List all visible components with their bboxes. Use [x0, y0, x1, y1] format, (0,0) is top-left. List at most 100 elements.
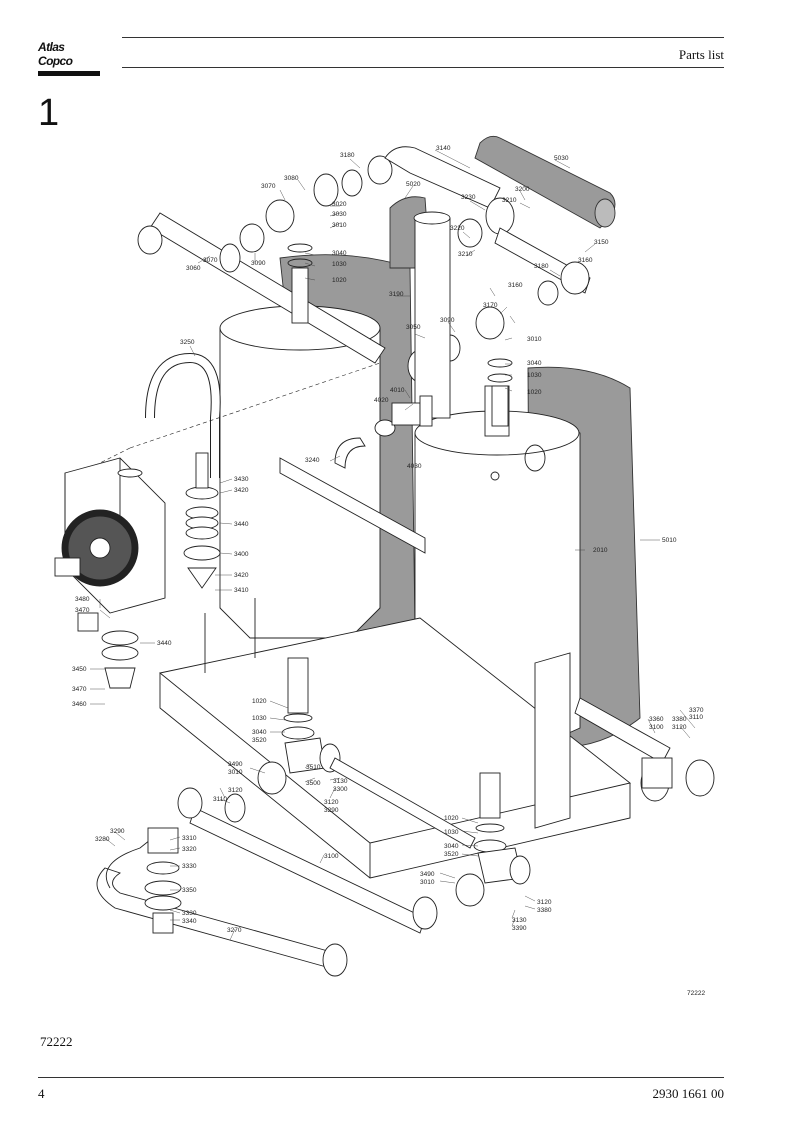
callout-3150: 3150: [594, 239, 609, 246]
callout-1020: 1020: [527, 389, 542, 396]
callout-3440: 3440: [234, 521, 249, 528]
callout-3470: 3470: [72, 686, 87, 693]
callout-3010: 3010: [420, 879, 435, 886]
callout-4030: 4030: [407, 463, 422, 470]
callout-1030: 1030: [332, 261, 347, 268]
exploded-assembly-drawing: 3180 3140 5030 5020 3080 3070 3020 3030 …: [54, 135, 715, 997]
callout-3110: 3110: [689, 714, 703, 721]
callout-5010: 5010: [662, 537, 677, 544]
callout-3410: 3410: [234, 587, 249, 594]
callout-3380: 3380: [537, 907, 552, 914]
callout-3010: 3010: [527, 336, 542, 343]
callout-3400: 3400: [234, 551, 249, 558]
callout-3010: 3010: [332, 222, 347, 229]
callout-3190: 3190: [389, 291, 404, 298]
callout-3480: 3480: [75, 596, 90, 603]
callout-3280: 3280: [95, 836, 110, 843]
callout-3040: 3040: [527, 360, 542, 367]
callout-3030: 3030: [332, 211, 347, 218]
callout-3370: 3370: [689, 707, 704, 714]
callout-1020: 1020: [444, 815, 459, 822]
callout-3060: 3060: [186, 265, 201, 272]
callout-3070: 3070: [203, 257, 218, 264]
callout-1030: 1030: [252, 715, 267, 722]
callout-3360: 3360: [649, 716, 664, 723]
callout-1030: 1030: [527, 372, 542, 379]
callout-1020: 1020: [332, 277, 347, 284]
callout-3160: 3160: [508, 282, 523, 289]
callout-3120: 3120: [324, 799, 339, 806]
callout-3070: 3070: [261, 183, 276, 190]
header-title: Parts list: [678, 47, 724, 62]
callout-3270: 3270: [227, 927, 242, 934]
callout-3520: 3520: [252, 737, 267, 744]
callout-4010: 4010: [390, 387, 405, 394]
callout-3180: 3180: [340, 152, 355, 159]
drawing-reference: 72222: [40, 1034, 73, 1049]
callout-3290: 3290: [110, 828, 125, 835]
logo-wordmark: Atlas Copco: [38, 40, 73, 68]
callout-1030: 1030: [444, 829, 459, 836]
callout-3090: 3090: [440, 317, 455, 324]
callout-4020: 4020: [374, 397, 389, 404]
callout-3140: 3140: [436, 145, 451, 152]
drawing-ref-inline: 72222: [687, 990, 705, 997]
callout-3120: 3120: [228, 787, 243, 794]
header-rule-bottom: [122, 67, 724, 68]
callout-3380: 3380: [672, 716, 687, 723]
callout-3420: 3420: [234, 487, 249, 494]
callout-5030: 5030: [554, 155, 569, 162]
callout-3180: 3180: [534, 263, 549, 270]
callout-3100: 3100: [324, 853, 339, 860]
callout-3090: 3090: [251, 260, 266, 267]
callout-3120: 3120: [537, 899, 552, 906]
callout-3390: 3390: [512, 925, 527, 932]
callout-3520: 3520: [444, 851, 459, 858]
callout-3470: 3470: [75, 607, 90, 614]
callout-3020: 3020: [332, 201, 347, 208]
atlas-copco-logo: Atlas Copco: [38, 40, 100, 76]
callout-1020: 1020: [252, 698, 267, 705]
callout-3420: 3420: [234, 572, 249, 579]
callout-3320: 3320: [182, 846, 197, 853]
callout-3100: 3100: [649, 724, 664, 731]
callout-3110: 3110: [213, 796, 227, 803]
callout-3440: 3440: [157, 640, 172, 647]
callout-3040: 3040: [444, 843, 459, 850]
section-number: 1: [38, 92, 60, 134]
callout-3210: 3210: [458, 251, 473, 258]
callout-3450: 3450: [72, 666, 87, 673]
callout-3290: 3290: [324, 807, 339, 814]
callout-3130: 3130: [512, 917, 527, 924]
callout-3490: 3490: [228, 761, 243, 768]
callout-3310: 3310: [182, 835, 197, 842]
callout-2010: 2010: [593, 547, 608, 554]
callout-3160: 3160: [578, 257, 593, 264]
callout-3510: 3510: [306, 764, 321, 771]
callout-3330: 3330: [182, 863, 197, 870]
logo-bar: [38, 71, 100, 76]
callout-3490: 3490: [420, 871, 435, 878]
callout-3340: 3340: [182, 918, 197, 925]
footer-rule: [38, 1077, 724, 1078]
callout-3010: 3010: [228, 769, 243, 776]
callout-3080: 3080: [284, 175, 299, 182]
callout-3130: 3130: [333, 778, 348, 785]
callout-3240: 3240: [305, 457, 320, 464]
callout-3330: 3330: [182, 910, 197, 917]
page-number: 4: [38, 1086, 45, 1101]
callout-3040: 3040: [332, 250, 347, 257]
callout-3250: 3250: [180, 339, 195, 346]
callout-3430: 3430: [234, 476, 249, 483]
callout-3210: 3210: [502, 197, 517, 204]
document-number: 2930 1661 00: [652, 1086, 725, 1101]
callout-3500: 3500: [306, 780, 321, 787]
callout-5020: 5020: [406, 181, 421, 188]
callout-3230: 3230: [461, 194, 476, 201]
callout-3300: 3300: [333, 786, 348, 793]
header-rule-top: [122, 37, 724, 38]
callout-3220: 3220: [450, 225, 465, 232]
callout-3460: 3460: [72, 701, 87, 708]
callout-3170: 3170: [483, 302, 498, 309]
callout-3200: 3200: [515, 186, 530, 193]
